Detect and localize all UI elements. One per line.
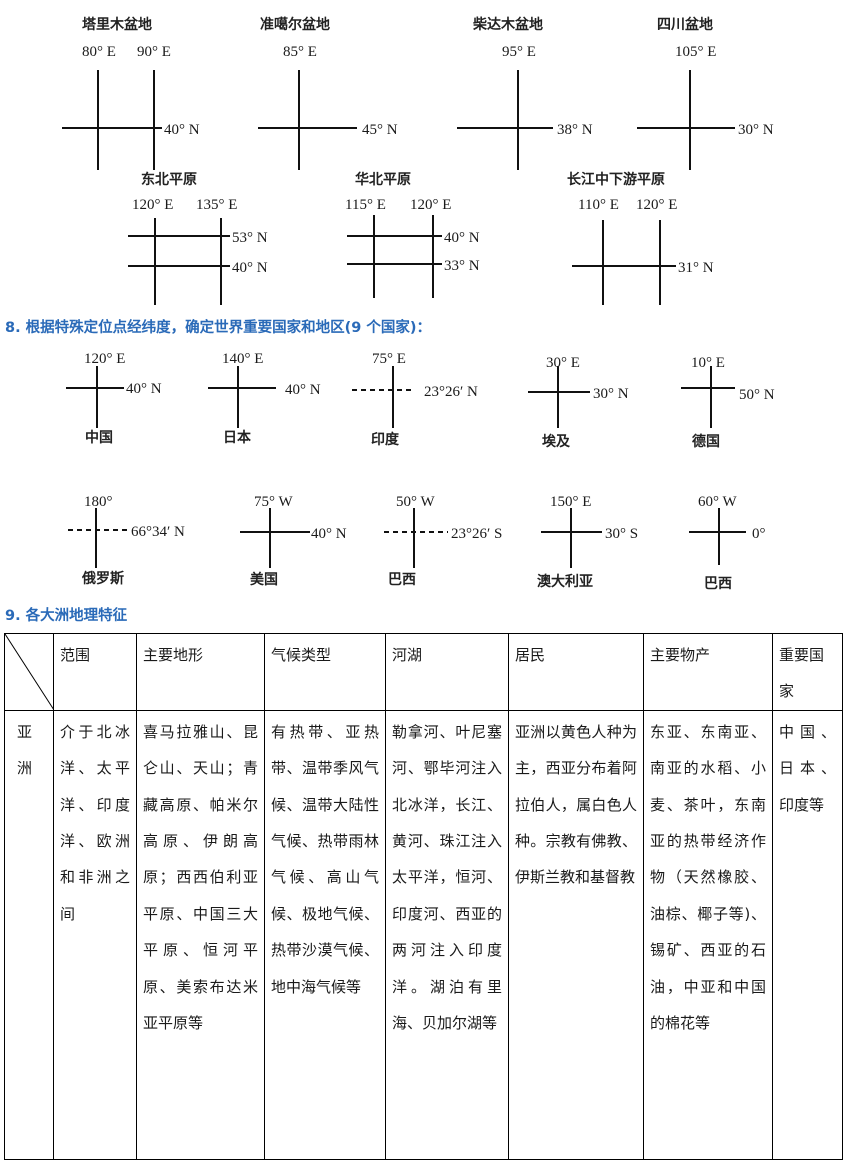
corner-cell bbox=[4, 633, 54, 711]
plain-lat-40n: 40° N bbox=[232, 260, 268, 276]
country-lat-germany: 50° N bbox=[739, 387, 775, 403]
cell-range: 介于北冰洋、太平洋、印度洋、欧洲和非洲之间 bbox=[53, 709, 137, 1160]
cell-terrain: 喜马拉雅山、昆仑山、天山；青藏高原、帕米尔高原、伊朗高原；西西伯利亚平原、中国三… bbox=[136, 709, 265, 1160]
basin-name-sichuan: 四川盆地 bbox=[657, 17, 713, 33]
table-row-asia: 亚洲 介于北冰洋、太平洋、印度洋、欧洲和非洲之间 喜马拉雅山、昆仑山、天山；青藏… bbox=[4, 709, 843, 1160]
basin-lon-90e: 90° E bbox=[137, 44, 171, 60]
table-header-row: 范围 主要地形 气候类型 河湖 居民 主要物产 重要国家 bbox=[4, 633, 843, 711]
country-name-egypt: 埃及 bbox=[542, 434, 570, 450]
plain-name-north-china: 华北平原 bbox=[355, 172, 411, 188]
country-name-china: 中国 bbox=[85, 430, 113, 446]
plain-lat-40n-b: 40° N bbox=[444, 230, 480, 246]
header-countries: 重要国家 bbox=[772, 633, 843, 711]
continent-features-table: 范围 主要地形 气候类型 河湖 居民 主要物产 重要国家 亚洲 介于北冰洋、太平… bbox=[4, 633, 843, 1160]
country-name-japan: 日本 bbox=[223, 430, 251, 446]
country-lon-usa: 75° W bbox=[254, 494, 293, 510]
country-name-brazil-b: 巴西 bbox=[704, 576, 732, 592]
country-name-russia: 俄罗斯 bbox=[82, 571, 124, 587]
basin-lon-85e: 85° E bbox=[283, 44, 317, 60]
plain-lon-110e: 110° E bbox=[578, 197, 619, 213]
plain-lon-120e-b: 120° E bbox=[410, 197, 452, 213]
country-lon-germany: 10° E bbox=[691, 355, 725, 371]
basin-name-tarim: 塔里木盆地 bbox=[82, 17, 152, 33]
plain-name-northeast: 东北平原 bbox=[141, 172, 197, 188]
country-lat-australia: 30° S bbox=[605, 526, 639, 542]
country-lat-japan: 40° N bbox=[285, 382, 321, 398]
plain-lon-120e-c: 120° E bbox=[636, 197, 678, 213]
country-lon-brazil-60w: 60° W bbox=[698, 494, 737, 510]
country-lon-india: 75° E bbox=[372, 351, 406, 367]
plain-lon-120e: 120° E bbox=[132, 197, 174, 213]
header-products: 主要物产 bbox=[643, 633, 773, 711]
plain-lon-115e: 115° E bbox=[345, 197, 386, 213]
basin-lon-105e: 105° E bbox=[675, 44, 717, 60]
country-lat-india: 23°26′ N bbox=[424, 384, 478, 400]
cell-rivers: 勒拿河、叶尼塞河、鄂毕河注入北冰洋，长江、黄河、珠江注入太平洋，恒河、印度河、西… bbox=[385, 709, 509, 1160]
country-name-australia: 澳大利亚 bbox=[537, 574, 593, 590]
plain-lat-33n: 33° N bbox=[444, 258, 480, 274]
header-terrain: 主要地形 bbox=[136, 633, 265, 711]
country-lon-china: 120° E bbox=[84, 351, 126, 367]
country-lat-brazil-0: 0° bbox=[752, 526, 766, 542]
basin-name-qaidam: 柴达木盆地 bbox=[473, 17, 543, 33]
basin-lat-30n: 30° N bbox=[738, 122, 774, 138]
country-lat-brazil-23s: 23°26′ S bbox=[451, 526, 503, 542]
country-lon-russia: 180° bbox=[84, 494, 113, 510]
plain-lat-53n: 53° N bbox=[232, 230, 268, 246]
plain-lon-135e: 135° E bbox=[196, 197, 238, 213]
section-9-heading: 9. 各大洲地理特征 bbox=[5, 608, 128, 624]
country-name-usa: 美国 bbox=[250, 572, 278, 588]
country-lon-australia: 150° E bbox=[550, 494, 592, 510]
header-people: 居民 bbox=[508, 633, 644, 711]
cell-continent: 亚洲 bbox=[4, 709, 54, 1160]
cell-people: 亚洲以黄色人种为主，西亚分布着阿拉伯人，属白色人种。宗教有佛教、伊斯兰教和基督教 bbox=[508, 709, 644, 1160]
country-name-india: 印度 bbox=[371, 432, 399, 448]
coordinate-grid-lines bbox=[62, 70, 746, 568]
basin-name-junggar: 准噶尔盆地 bbox=[260, 17, 330, 33]
diagonal-line bbox=[5, 634, 54, 710]
basin-lon-95e: 95° E bbox=[502, 44, 536, 60]
basin-lat-45n: 45° N bbox=[362, 122, 398, 138]
country-name-germany: 德国 bbox=[692, 434, 720, 450]
section-8-heading: 8. 根据特殊定位点经纬度，确定世界重要国家和地区(9 个国家)： bbox=[5, 320, 432, 336]
country-lat-russia: 66°34′ N bbox=[131, 524, 185, 540]
basin-lat-38n: 38° N bbox=[557, 122, 593, 138]
header-range: 范围 bbox=[53, 633, 137, 711]
country-lat-usa: 40° N bbox=[311, 526, 347, 542]
plain-lat-31n: 31° N bbox=[678, 260, 714, 276]
cell-products: 东亚、东南亚、南亚的水稻、小麦、茶叶，东南亚的热带经济作物（天然橡胶、油棕、椰子… bbox=[643, 709, 773, 1160]
header-rivers: 河湖 bbox=[385, 633, 509, 711]
country-lat-egypt: 30° N bbox=[593, 386, 629, 402]
header-climate: 气候类型 bbox=[264, 633, 386, 711]
basin-lat-40n: 40° N bbox=[164, 122, 200, 138]
cell-climate: 有热带、亚热带、温带季风气候、温带大陆性气候、热带雨林气候、高山气候、极地气候、… bbox=[264, 709, 386, 1160]
plain-name-yangtze: 长江中下游平原 bbox=[567, 172, 665, 188]
country-name-brazil-a: 巴西 bbox=[388, 572, 416, 588]
country-lon-brazil-50w: 50° W bbox=[396, 494, 435, 510]
basin-lon-80e: 80° E bbox=[82, 44, 116, 60]
country-lon-japan: 140° E bbox=[222, 351, 264, 367]
cell-countries: 中国、日本、印度等 bbox=[772, 709, 843, 1160]
country-lon-egypt: 30° E bbox=[546, 355, 580, 371]
country-lat-china: 40° N bbox=[126, 381, 162, 397]
